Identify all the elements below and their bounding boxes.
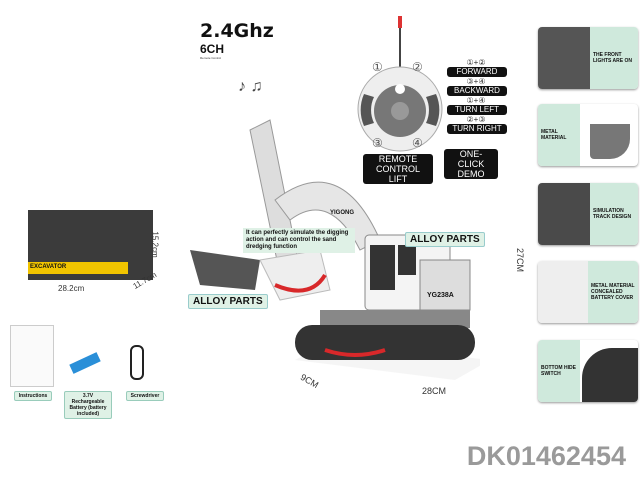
alloy-parts-label-cab: ALLOY PARTS — [405, 232, 485, 247]
combo-turn-left: ①+④ — [466, 96, 486, 105]
feature-text: METAL MATERIAL CONCEALED BATTERY COVER — [588, 261, 638, 323]
accessory-battery: 3.7V Rechargeable Battery (battery inclu… — [64, 391, 112, 419]
button-4-marker: ④ — [412, 136, 423, 150]
digging-note: It can perfectly simulate the digging ac… — [243, 228, 355, 253]
model-number: YG238A — [427, 292, 454, 299]
feature-panel-lights: THE FRONT LIGHTS ARE ON — [538, 27, 638, 89]
alloy-parts-label-bucket: ALLOY PARTS — [188, 294, 268, 309]
remote-lift-label: REMOTE CONTROL LIFT — [363, 154, 433, 184]
feature-text: SIMULATION TRACK DESIGN — [590, 183, 638, 245]
frequency-title: 2.4Ghz — [200, 20, 274, 42]
product-height: 27CM — [515, 247, 526, 273]
combo-turn-right: ②+③ — [466, 115, 486, 124]
feature-panel-battery-cover: METAL MATERIAL CONCEALED BATTERY COVER — [538, 261, 638, 323]
label-forward: FORWARD — [447, 67, 507, 77]
product-length: 28CM — [422, 386, 447, 396]
channel-count: 6CH — [200, 42, 225, 56]
combo-backward: ③+④ — [466, 77, 486, 86]
one-click-demo-label: ONE-CLICK DEMO — [444, 149, 498, 179]
remote-subtitle: Remote Control — [200, 56, 222, 60]
accessory-instructions: Instructions — [14, 391, 52, 401]
label-turn-right: TURN RIGHT — [447, 124, 507, 134]
label-turn-left: TURN LEFT — [447, 105, 507, 115]
feature-text: THE FRONT LIGHTS ARE ON — [590, 27, 638, 89]
remote-function-list: ①+② FORWARD ③+④ BACKWARD ①+④ TURN LEFT ②… — [447, 58, 507, 134]
button-1-marker: ① — [372, 60, 383, 74]
brand-on-arm: YIGONG — [330, 210, 355, 216]
screwdriver-cable-image — [130, 345, 144, 380]
feature-panel-track: SIMULATION TRACK DESIGN — [538, 183, 638, 245]
button-3-marker: ③ — [372, 136, 383, 150]
remote-control-illustration — [357, 16, 443, 152]
instructions-image — [10, 325, 54, 387]
box-length: 28.2cm — [58, 284, 85, 293]
sku-code: DK01462454 — [466, 441, 626, 471]
box-name: EXCAVATOR — [28, 262, 128, 274]
product-box: EXCAVATOR — [28, 210, 153, 280]
feature-panel-bucket: METAL MATERIAL — [538, 104, 638, 166]
box-height: 15.2cm — [150, 231, 160, 258]
label-backward: BACKWARD — [447, 86, 507, 96]
accessory-screwdriver: Screwdriver — [126, 391, 164, 401]
button-2-marker: ② — [412, 60, 423, 74]
feature-text: METAL MATERIAL — [538, 104, 580, 166]
feature-text: BOTTOM HIDE SWITCH — [538, 340, 580, 402]
excavator-illustration — [190, 119, 480, 380]
combo-forward: ①+② — [466, 58, 486, 67]
battery-image — [69, 352, 101, 374]
feature-panel-switch: BOTTOM HIDE SWITCH — [538, 340, 638, 402]
music-note-icon: ♪ ♫ — [238, 78, 263, 95]
